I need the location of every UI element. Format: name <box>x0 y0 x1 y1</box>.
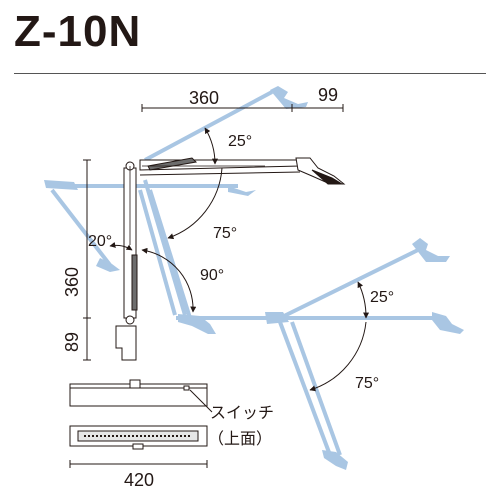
dim-arm-horizontal: 360 <box>189 88 219 108</box>
dim-head-offset: 99 <box>318 85 338 105</box>
ghost-left-diagonal <box>50 188 112 267</box>
ghost-lower-arm-lowered <box>278 321 332 456</box>
ghost-upper-arm-lowered <box>143 179 187 316</box>
angle-arcs <box>109 127 370 392</box>
ghost-head-raised <box>270 86 308 109</box>
angle-upper-up: 25° <box>228 133 252 150</box>
lamp-head <box>295 157 346 185</box>
pole-spring <box>131 254 138 311</box>
angle-pole-swing: 90° <box>200 267 224 284</box>
ghost-lower-arm-raised <box>279 248 419 320</box>
ghost-upper-arm-raised <box>144 90 273 162</box>
title-rule <box>14 73 486 74</box>
dim-pole-base: 89 <box>62 332 82 352</box>
top-view-label: （上面） <box>208 430 272 448</box>
arm-spring <box>147 157 198 171</box>
dim-pole-upper: 360 <box>62 267 82 297</box>
switch-label: スイッチ <box>210 405 274 422</box>
clamp-base <box>115 325 137 361</box>
dimension-lines <box>69 104 344 468</box>
model-title: Z-10N <box>14 7 142 56</box>
switch-mark <box>183 385 190 391</box>
dim-base-width: 420 <box>124 470 154 490</box>
base-top-view <box>69 379 208 450</box>
angle-upper-down: 75° <box>213 225 237 242</box>
lamp-body <box>115 157 346 361</box>
angle-lower-down: 75° <box>355 375 379 392</box>
angle-pole-tilt: 20° <box>88 233 112 250</box>
angle-lower-up: 25° <box>370 289 394 306</box>
